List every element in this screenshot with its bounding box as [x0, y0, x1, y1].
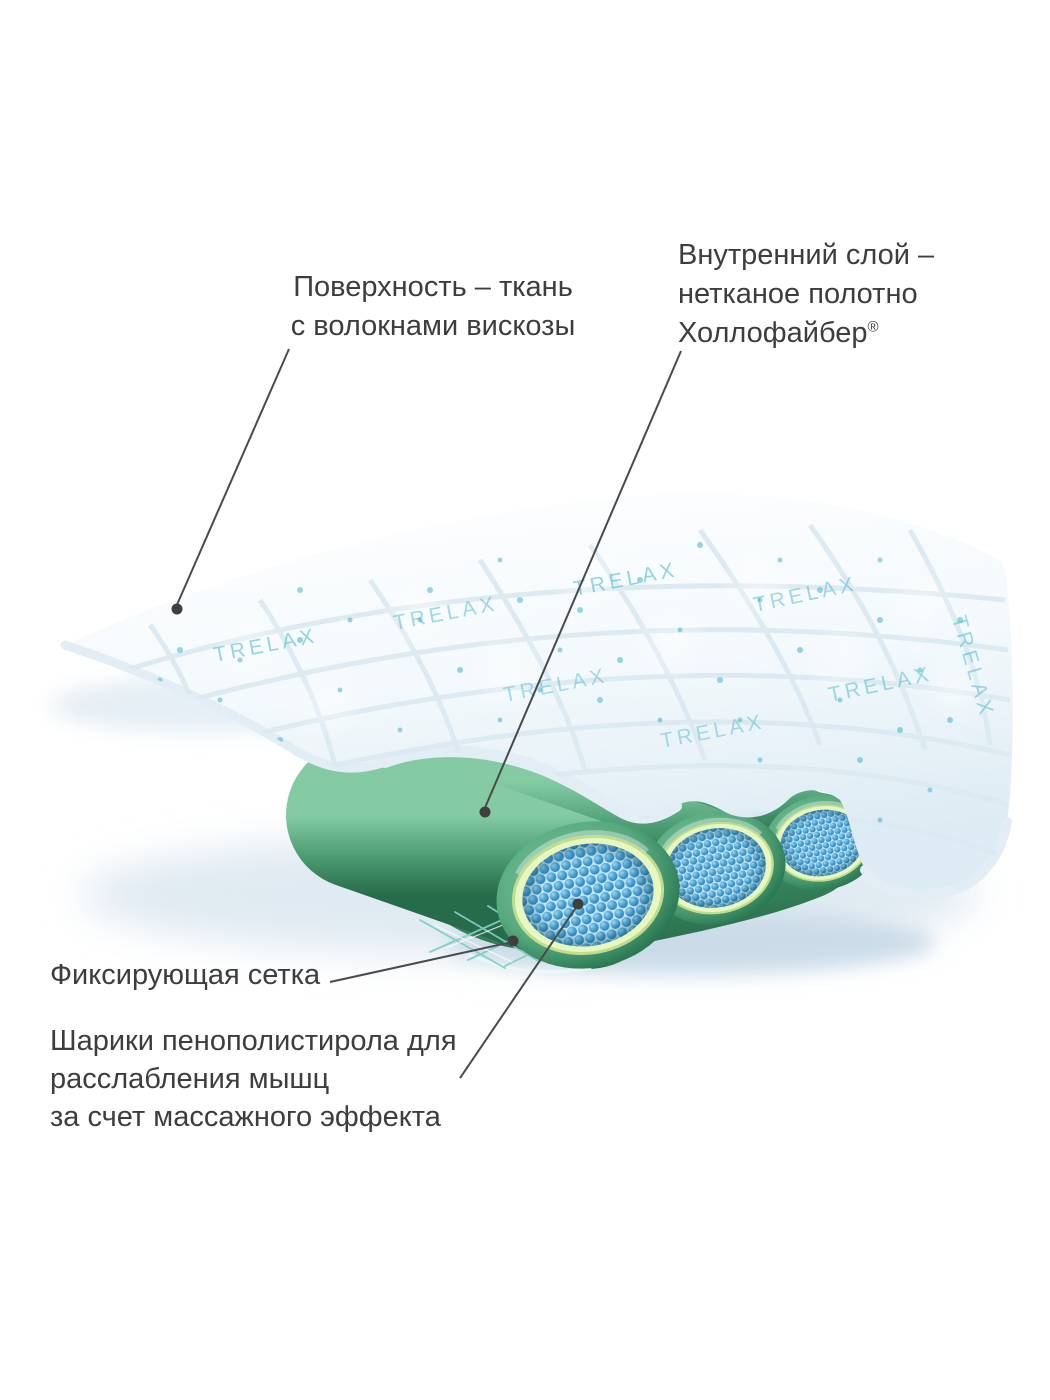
fabric-dots	[157, 542, 963, 823]
leader-lines	[175, 348, 682, 1079]
leader-dots	[171, 603, 584, 947]
tube-3	[763, 795, 881, 891]
leader-line-inner-layer	[483, 350, 682, 811]
label-balls-line2: расслабления мышц	[50, 1063, 330, 1095]
label-surface-line1: Поверхность – ткань	[293, 271, 573, 303]
label-mesh-line1: Фиксирующая сетка	[50, 959, 321, 991]
label-balls-line3: за счет массажного эффекта	[50, 1101, 441, 1133]
anchor-dot-mesh	[507, 935, 519, 947]
anchor-dot-balls	[572, 898, 584, 910]
top-fabric: TRELAX TRELAX TRELAX TRELAX TRELAX TRELA…	[60, 493, 1013, 899]
label-inner-layer: Внутренний слой – нетканое полотно Холло…	[678, 236, 934, 353]
label-surface-line2: с волокнами вискозы	[290, 310, 576, 342]
tube-2	[646, 811, 786, 925]
brand-name: Холлофайбер	[678, 317, 868, 349]
leader-line-surface	[175, 348, 290, 608]
quilt-puffs	[208, 536, 997, 744]
anchor-dot-inner-layer	[479, 806, 491, 818]
label-inner-layer-line2: нетканое полотно	[678, 278, 918, 310]
label-inner-layer-line1: Внутренний слой –	[678, 239, 935, 271]
anchor-dot-surface	[171, 603, 183, 615]
label-mesh: Фиксирующая сетка	[50, 956, 320, 995]
tube-1	[496, 821, 680, 969]
leader-line-balls	[459, 905, 578, 1079]
label-balls-line1: Шарики пенополистирола для	[50, 1025, 457, 1057]
leader-line-mesh	[329, 941, 513, 983]
label-balls: Шарики пенополистирола для расслабления …	[50, 1022, 457, 1136]
label-surface: Поверхность – ткань с волокнами вискозы	[268, 268, 598, 346]
registered-trademark-symbol: ®	[867, 318, 879, 336]
label-inner-layer-line3: Холлофайбер®	[678, 314, 934, 353]
